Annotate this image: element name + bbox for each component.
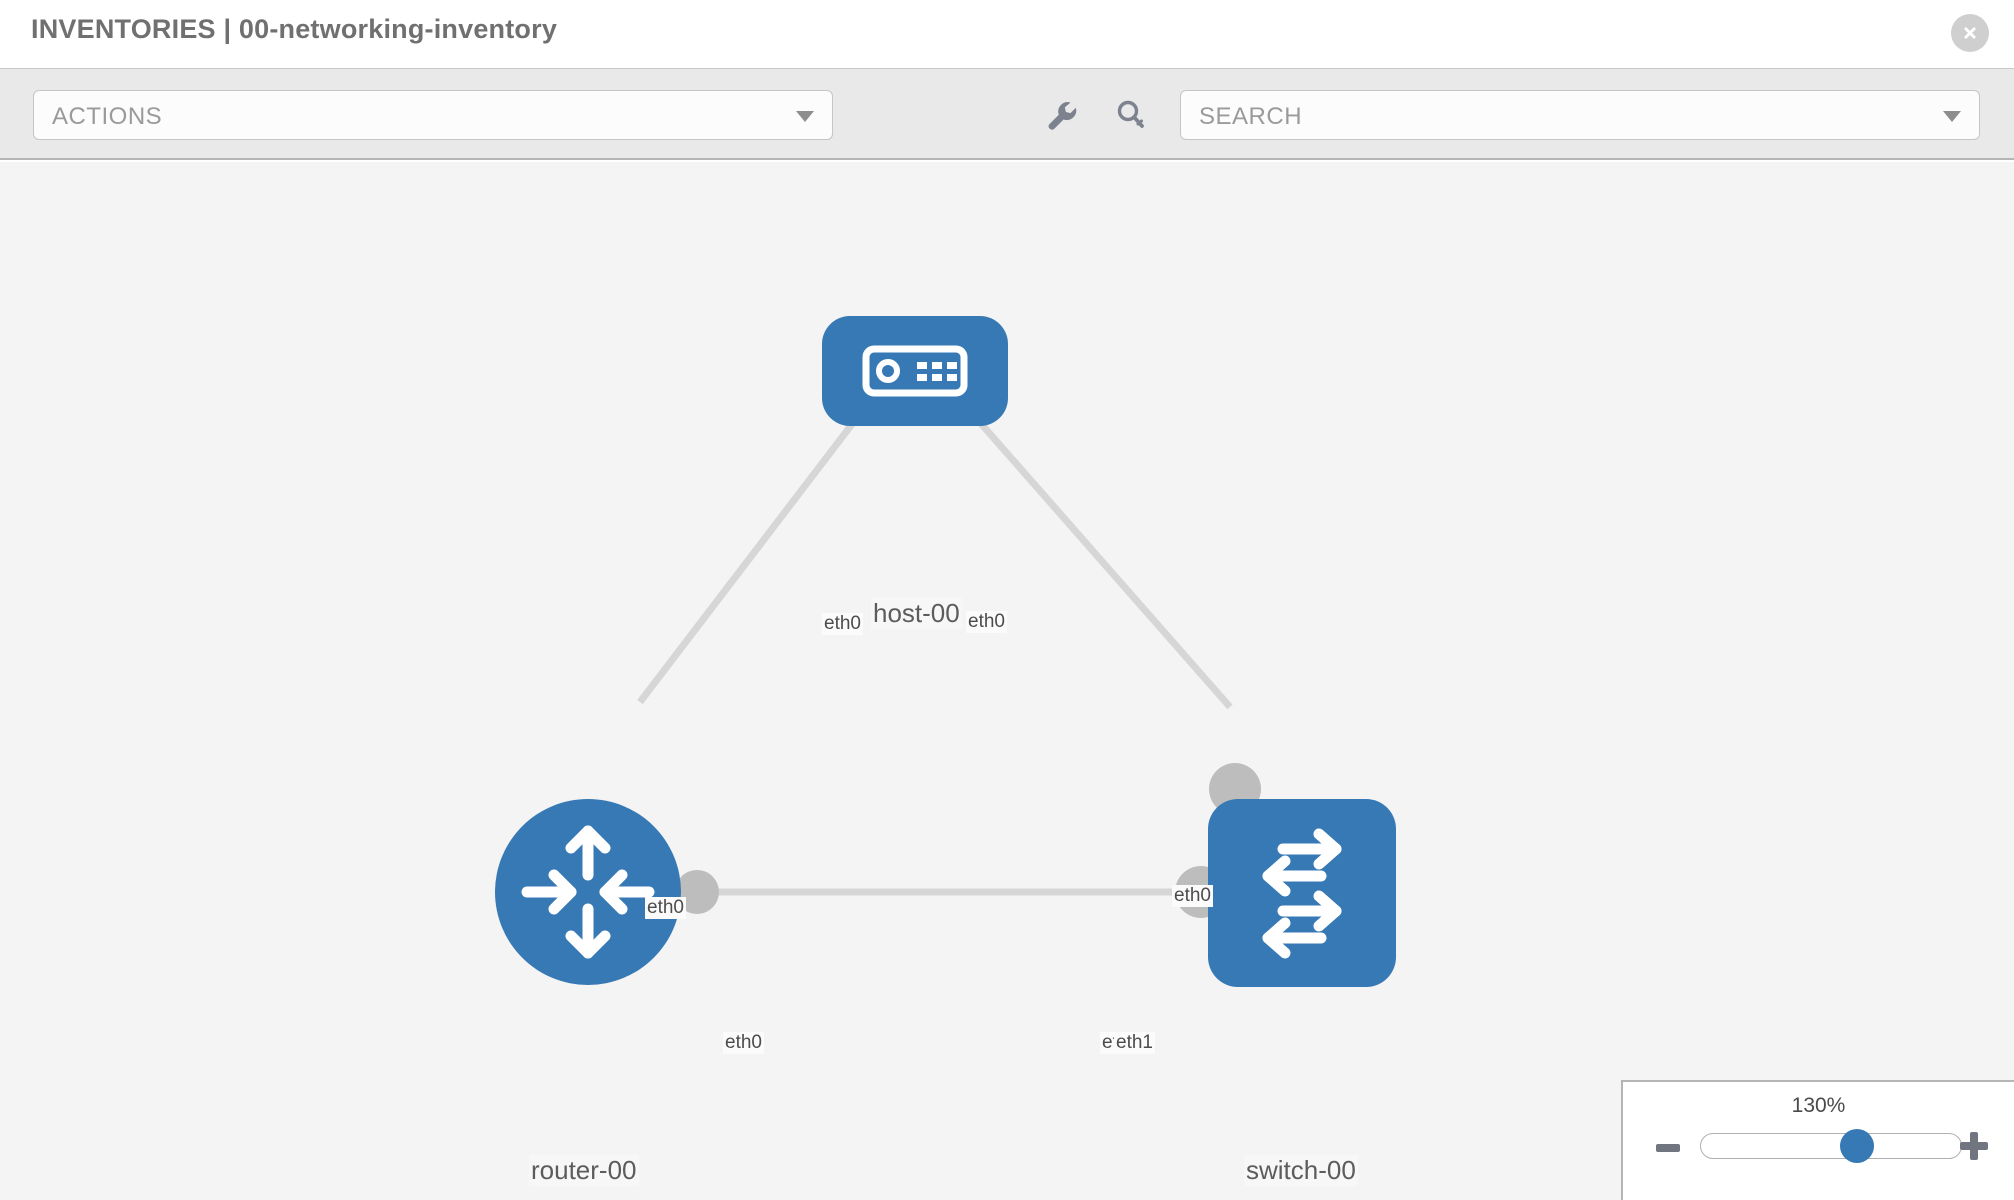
toolbar: ACTIONS SEARCH (0, 68, 2014, 160)
router-shape (495, 799, 681, 985)
chevron-down-icon (796, 111, 814, 122)
plus-icon[interactable] (1960, 1132, 1988, 1160)
zoom-slider[interactable] (1700, 1129, 1962, 1163)
magnifier-glyph (1117, 100, 1144, 128)
topology-canvas[interactable]: host-00 router-00 (0, 162, 2014, 1200)
minus-icon[interactable] (1656, 1144, 1680, 1152)
edge-label-router-right: eth0 (723, 1032, 764, 1054)
zoom-percent-label: 130% (1791, 1094, 1846, 1117)
node-label-host-00: host-00 (871, 598, 962, 629)
wrench-glyph (1048, 102, 1077, 130)
router-arrows-icon (521, 825, 655, 959)
node-router-00[interactable] (495, 799, 681, 985)
switch-arrows-icon (1262, 828, 1342, 959)
node-label-router-00: router-00 (529, 1155, 639, 1186)
edge-host-router[interactable] (637, 374, 891, 705)
node-host-00[interactable] (822, 316, 1008, 426)
search-placeholder: SEARCH (1199, 103, 1303, 130)
page-header: INVENTORIES | 00-networking-inventory (0, 0, 2014, 68)
edge-label-host-right: eth0 (966, 611, 1007, 633)
actions-dropdown[interactable]: ACTIONS (33, 90, 833, 140)
close-glyph (1964, 27, 1976, 39)
edge-label-host-left: eth0 (822, 613, 863, 635)
host-shape (822, 316, 1008, 426)
zoom-control-panel: 130% (1621, 1080, 2014, 1200)
node-switch-00[interactable] (1208, 799, 1396, 987)
edge-host-switch[interactable] (937, 374, 1233, 710)
edge-label-switch-left: eth1 (1114, 1032, 1155, 1054)
wrench-icon[interactable] (1040, 93, 1084, 137)
node-label-switch-00: switch-00 (1244, 1155, 1358, 1186)
search-input[interactable]: SEARCH (1180, 90, 1980, 140)
actions-dropdown-label: ACTIONS (52, 103, 163, 130)
close-icon[interactable] (1951, 14, 1989, 52)
connector-router-right[interactable] (675, 870, 719, 914)
server-icon (862, 345, 968, 397)
page-title: INVENTORIES | 00-networking-inventory (31, 14, 558, 44)
zoom-slider-handle[interactable] (1840, 1129, 1875, 1163)
edge-label-router-up: eth0 (645, 897, 686, 919)
magnifier-icon[interactable] (1108, 93, 1152, 137)
switch-shape (1208, 799, 1396, 987)
edge-label-switch-up: eth0 (1172, 885, 1213, 907)
chevron-down-icon[interactable] (1943, 111, 1961, 122)
